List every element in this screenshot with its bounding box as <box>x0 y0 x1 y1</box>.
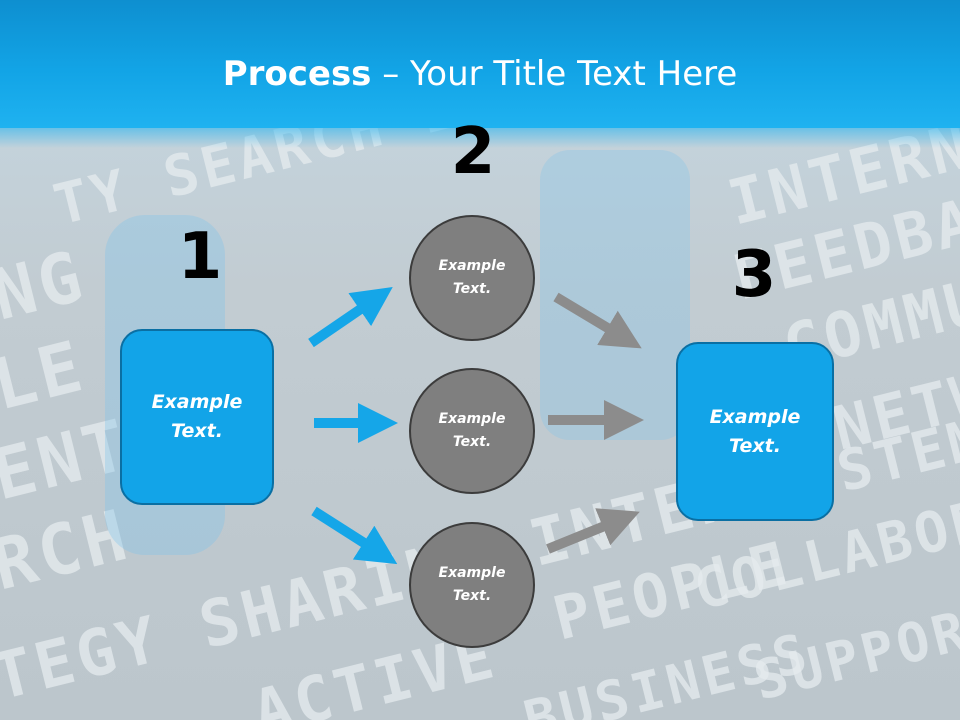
step-number-1: 1 <box>177 220 223 294</box>
step-2-circle-2[interactable]: Example Text. <box>409 368 535 494</box>
title-bar-fade <box>0 128 960 148</box>
arrow-from-circle-3 <box>546 508 640 554</box>
step-3-box[interactable]: Example Text. <box>676 342 834 521</box>
step-2-circle-3[interactable]: Example Text. <box>409 522 535 648</box>
arrow-to-circle-1 <box>308 287 393 348</box>
circle-2-text: Example Text. <box>438 411 506 450</box>
bg-letter-shape <box>540 150 690 440</box>
arrow-to-circle-3 <box>311 506 398 565</box>
step-number-3: 3 <box>731 238 777 312</box>
slide-title: Process – Your Title Text Here <box>0 52 960 96</box>
step-2-circle-1[interactable]: Example Text. <box>409 215 535 341</box>
step-1-text: Example Text. <box>151 391 243 442</box>
title-bold: Process <box>222 54 372 94</box>
step-1-box[interactable]: Example Text. <box>120 329 274 505</box>
title-rest: – Your Title Text Here <box>371 54 738 94</box>
circle-3-text: Example Text. <box>438 565 506 604</box>
step-number-2: 2 <box>450 115 496 189</box>
arrow-from-circle-1 <box>553 292 642 349</box>
circle-1-text: Example Text. <box>438 258 506 297</box>
title-bar <box>0 0 960 128</box>
step-3-text: Example Text. <box>709 405 801 457</box>
